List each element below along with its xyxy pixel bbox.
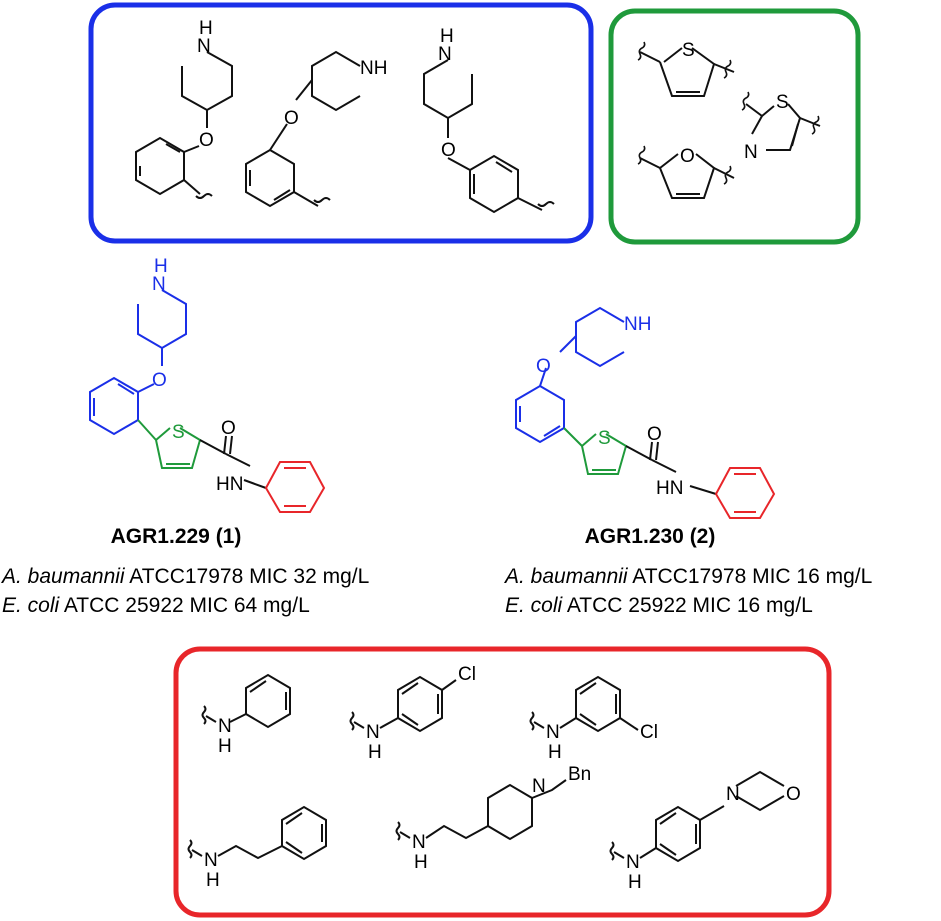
compound-agr1-229-structure: N H O S O HN: [89, 256, 326, 513]
piperidine-N-atom: N: [197, 36, 211, 57]
thiophene-S-atom: S: [682, 40, 695, 61]
mic-text: ATCC17978 MIC 32 mg/L: [125, 565, 370, 588]
compound-agr1-230-structure: NH O S O HN: [515, 306, 776, 519]
red-frame: [173, 646, 832, 918]
phenethylamine-amine: [187, 805, 327, 861]
c1-H-atom: H: [154, 256, 168, 277]
meta-chloroaniline-N-atom: N: [546, 722, 560, 743]
organism-name: A. baumannii: [0, 565, 126, 588]
c2-HN-atom: HN: [656, 478, 683, 499]
compound2-red-phenyl: [714, 467, 776, 519]
organism-name: E. coli: [2, 594, 61, 617]
compound1-amide: [199, 435, 267, 489]
c2-O-atom: O: [536, 356, 551, 377]
compound1-red-phenyl: [264, 461, 326, 513]
thiophene-core: [639, 47, 735, 97]
thiazole-N-atom: N: [744, 142, 758, 163]
ethylamine-H-atom: H: [414, 852, 428, 873]
ether-O-atom: O: [199, 130, 214, 151]
compound2-label: AGR1.230 (2): [585, 525, 716, 548]
ether-O-atom-3: O: [441, 140, 456, 161]
wavy-mark-thiazole: [741, 91, 820, 135]
aniline-H-atom: H: [218, 736, 232, 757]
benzylpiperidine-ethylamine: [395, 779, 567, 841]
aniline-N-atom: N: [218, 716, 232, 737]
ortho-piperidinyloxyphenyl: [135, 51, 233, 199]
phenethyl-N-atom: N: [204, 850, 218, 871]
heteroaryl-core-variants-box: S O S N: [608, 8, 861, 245]
mic-text: ATCC 25922 MIC 16 mg/L: [562, 594, 813, 617]
compound1-mic-ecoli: E. coli ATCC 25922 MIC 64 mg/L: [2, 594, 310, 617]
4-chloroaniline-amine: [349, 675, 457, 733]
phenethyl-H-atom: H: [206, 870, 220, 891]
compound1-mic-abaumannii: A. baumannii ATCC17978 MIC 32 mg/L: [0, 565, 369, 588]
para-Cl-atom: Cl: [458, 664, 476, 685]
3-chloroaniline-amine: [529, 675, 639, 733]
c2-NH-atom: NH: [624, 314, 651, 335]
chloroaniline-H-atom: H: [368, 742, 382, 763]
ether-O-atom-2: O: [284, 108, 299, 129]
para-piperidinyloxyphenyl: [423, 59, 555, 214]
wavy-mark-furan: [637, 145, 732, 185]
furan-O-atom: O: [680, 146, 695, 167]
meta-Cl-atom: Cl: [640, 722, 658, 743]
wavy-mark-thiophene: [637, 41, 732, 79]
meta-chloroaniline-H-atom: H: [548, 742, 562, 763]
thiazole-S-atom: S: [776, 92, 789, 113]
mic-text: ATCC17978 MIC 16 mg/L: [628, 565, 873, 588]
compound2-amide: [625, 441, 717, 495]
compound1-green-fragment: [137, 419, 202, 469]
piperidine-H-atom: H: [199, 18, 213, 39]
chloroaniline-N-atom: N: [366, 722, 380, 743]
compound2-mic-ecoli: E. coli ATCC 25922 MIC 16 mg/L: [505, 594, 813, 617]
benzyl-Bn-label: Bn: [568, 764, 591, 785]
c1-O-atom: O: [152, 370, 167, 391]
mic-text: ATCC 25922 MIC 64 mg/L: [59, 594, 310, 617]
meta-piperidinyloxyphenyl: [245, 50, 361, 208]
compound2-blue-fragment: [515, 306, 625, 444]
piperidinyloxyphenyl-variants-box: N H O NH O N H O: [88, 2, 594, 244]
amine-variants-box: N H N H Cl N H Cl: [173, 646, 832, 918]
compound2-mic-abaumannii: A. baumannii ATCC17978 MIC 16 mg/L: [503, 565, 872, 588]
compound1-label: AGR1.229 (1): [111, 525, 242, 548]
piperidine-NH-atom: NH: [360, 58, 387, 79]
c1-N-atom: N: [152, 274, 166, 295]
blue-frame: [88, 2, 594, 244]
thiazole-core: [745, 103, 821, 151]
organism-name: A. baumannii: [503, 565, 629, 588]
organism-name: E. coli: [505, 594, 564, 617]
piperidine-N-Bn-atom: N: [532, 776, 546, 797]
aniline-amine: [201, 673, 291, 729]
morpholinoaniline-amine: [609, 770, 785, 863]
piperidine-H-atom-3: H: [440, 26, 454, 47]
c1-HN-atom: HN: [216, 474, 243, 495]
c1-S-atom: S: [172, 422, 185, 443]
morpholine-O-atom: O: [786, 784, 801, 805]
morpholinoaniline-N-atom: N: [626, 852, 640, 873]
ethylamine-N-atom: N: [412, 832, 426, 853]
compound1-blue-fragment: [89, 289, 187, 436]
c2-S-atom: S: [598, 428, 611, 449]
furan-core: [639, 153, 735, 199]
piperidine-N-atom-3: N: [438, 44, 452, 65]
c2-carbonyl-O-atom: O: [647, 424, 662, 445]
morpholinoaniline-H-atom: H: [628, 872, 642, 893]
compound2-green-fragment: [563, 427, 628, 475]
c1-carbonyl-O-atom: O: [221, 418, 236, 439]
green-frame: [608, 8, 861, 245]
morpholine-N-atom: N: [726, 784, 740, 805]
